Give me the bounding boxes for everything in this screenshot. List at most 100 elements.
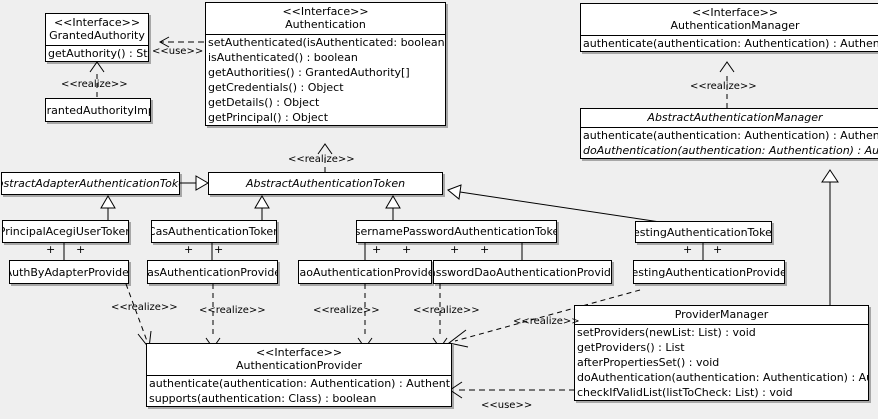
class-header: <<Interface>> GrantedAuthority <box>46 14 148 45</box>
association-marker-plus: + <box>480 243 490 256</box>
edge-providermanager-extends-abstractauthenticationmanager <box>821 169 839 305</box>
class-authentication-provider[interactable]: <<Interface>> AuthenticationProvider aut… <box>146 343 452 407</box>
class-cas-authentication-provider[interactable]: CasAuthenticationProvider <box>147 260 278 284</box>
class-name-label: GrantedAuthorityImpl <box>46 103 150 117</box>
compartment-divider <box>575 324 868 325</box>
compartment-divider <box>206 34 445 35</box>
stereotype-label: <<Interface>> <box>255 346 343 359</box>
class-header: ProviderManager <box>575 306 868 324</box>
class-name-label: AbstractAdapterAuthenticationToken <box>2 177 179 190</box>
association-marker-plus: + <box>713 243 723 256</box>
association-marker-plus: + <box>372 243 382 256</box>
class-name-label: CasAuthenticationToken <box>151 225 277 238</box>
edge-authbyadapterprovider-realizes-authenticationprovider <box>125 283 152 350</box>
method-compartment: getAuthority() : String <box>46 46 148 61</box>
class-name-label: PrincipalAcegiUserToken <box>2 225 129 238</box>
class-name-label: GrantedAuthority <box>49 29 145 42</box>
compartment-divider <box>581 35 878 36</box>
label-realize-grantedauthorityimpl: <<realize>> <box>61 79 128 90</box>
association-marker-plus: + <box>184 243 194 256</box>
class-name-label: ProviderManager <box>674 308 769 321</box>
method-compartment: authenticate(authentication: Authenticat… <box>147 376 451 406</box>
edge-principalacegiusertoken-extends-abstractadaptertoken <box>100 195 116 220</box>
label-realize-abstractauthenticationtoken: <<realize>> <box>288 154 355 165</box>
association-marker-plus: + <box>46 243 56 256</box>
edge-usernamepasswordtoken-extends-abstractauthenticationtoken <box>385 195 401 220</box>
edge-passworddaoprovider-realizes-authenticationprovider <box>432 284 448 349</box>
stereotype-label: <<Interface>> <box>53 16 141 29</box>
stereotype-label: <<Interface>> <box>691 6 779 19</box>
method-item: authenticate(authentication: Authenticat… <box>583 37 878 50</box>
class-abstract-authentication-token[interactable]: AbstractAuthenticationToken <box>208 172 443 195</box>
method-item: afterPropertiesSet() : void <box>577 356 720 369</box>
class-password-dao-authentication-provider[interactable]: PasswordDaoAuthenticationProvider <box>433 260 612 284</box>
association-marker-plus: + <box>214 243 224 256</box>
class-provider-manager[interactable]: ProviderManager setProviders(newList: Li… <box>574 305 869 401</box>
class-header: AbstractAuthenticationManager <box>581 109 878 127</box>
class-dao-authentication-provider[interactable]: DaoAuthenticationProvider <box>298 260 432 284</box>
method-item: getAuthority() : String <box>48 47 148 60</box>
method-item: authenticate(authentication: Authenticat… <box>583 129 878 142</box>
label-realize-testingauthenticationprovider: <<realize>> <box>513 316 580 327</box>
method-item: doAuthentication(authentication: Authent… <box>577 371 868 384</box>
edge-abstractadaptertoken-extends-abstractauthenticationtoken <box>180 175 209 191</box>
class-name-label: AbstractAuthenticationManager <box>647 111 823 124</box>
class-header: <<Interface>> AuthenticationProvider <box>147 344 451 375</box>
method-item: doAuthentication(authentication: Authent… <box>583 144 878 157</box>
method-item: authenticate(authentication: Authenticat… <box>149 377 451 390</box>
class-granted-authority[interactable]: <<Interface>> GrantedAuthority getAuthor… <box>45 13 149 62</box>
class-header: <<Interface>> Authentication <box>206 3 445 34</box>
class-name-label: AuthByAdapterProvider <box>9 265 129 279</box>
class-abstract-authentication-manager[interactable]: AbstractAuthenticationManager authentica… <box>580 108 878 159</box>
association-marker-plus: + <box>76 243 86 256</box>
method-item: setAuthenticated(isAuthenticated: boolea… <box>208 36 446 49</box>
method-item: checkIfValidList(listToCheck: List) : vo… <box>577 386 793 399</box>
class-name-label: CasAuthenticationProvider <box>147 265 277 279</box>
method-compartment: setProviders(newList: List) : void getPr… <box>575 325 868 400</box>
label-realize-authbyadapterprovider: <<realize>> <box>111 302 178 313</box>
compartment-divider <box>46 45 148 46</box>
association-marker-plus: + <box>683 243 693 256</box>
class-header: <<Interface>> AuthenticationManager <box>581 4 878 35</box>
class-testing-authentication-token[interactable]: TestingAuthenticationToken <box>635 221 772 243</box>
label-use-providermanager: <<use>> <box>481 400 533 411</box>
method-compartment: authenticate(authentication: Authenticat… <box>581 128 878 158</box>
method-compartment: setAuthenticated(isAuthenticated: boolea… <box>206 35 445 125</box>
method-item: supports(authentication: Class) : boolea… <box>149 392 377 405</box>
association-marker-plus: + <box>402 243 412 256</box>
label-realize-daoauthenticationprovider: <<realize>> <box>313 305 380 316</box>
compartment-divider <box>581 127 878 128</box>
label-use-authentication-grantedauthority: <<use>> <box>152 46 204 57</box>
class-name-label: Authentication <box>285 18 366 31</box>
association-marker-plus: + <box>450 243 460 256</box>
class-name-label: UsernamePasswordAuthenticationToken <box>356 225 557 238</box>
method-compartment: authenticate(authentication: Authenticat… <box>581 36 878 51</box>
class-principal-acegi-user-token[interactable]: PrincipalAcegiUserToken <box>2 220 129 243</box>
class-abstract-adapter-authentication-token[interactable]: AbstractAdapterAuthenticationToken <box>1 172 180 195</box>
class-name-label: AuthenticationManager <box>670 19 800 32</box>
edge-testingauthenticationtoken-extends-abstractauthenticationtoken <box>447 184 661 223</box>
class-testing-authentication-provider[interactable]: TestingAuthenticationProvider <box>633 260 785 284</box>
method-item: getDetails() : Object <box>208 96 320 109</box>
method-item: getPrincipal() : Object <box>208 111 329 124</box>
class-authentication[interactable]: <<Interface>> Authentication setAuthenti… <box>205 2 446 126</box>
method-item: getCredentials() : Object <box>208 81 344 94</box>
class-granted-authority-impl[interactable]: GrantedAuthorityImpl <box>45 98 151 122</box>
method-item: isAuthenticated() : boolean <box>208 51 358 64</box>
class-name-label: PasswordDaoAuthenticationProvider <box>433 265 611 279</box>
label-realize-passworddaoprovider: <<realize>> <box>413 305 480 316</box>
class-name-label: AuthenticationProvider <box>235 359 363 372</box>
label-realize-casauthenticationprovider: <<realize>> <box>199 305 266 316</box>
class-name-label: AbstractAuthenticationToken <box>245 177 406 190</box>
label-realize-authenticationmanager: <<realize>> <box>690 81 757 92</box>
class-cas-authentication-token[interactable]: CasAuthenticationToken <box>151 220 277 243</box>
class-username-password-authentication-token[interactable]: UsernamePasswordAuthenticationToken <box>356 220 557 243</box>
class-authentication-manager[interactable]: <<Interface>> AuthenticationManager auth… <box>580 3 878 52</box>
class-name-label: DaoAuthenticationProvider <box>298 265 432 279</box>
class-auth-by-adapter-provider[interactable]: AuthByAdapterProvider <box>9 260 129 284</box>
class-name-label: TestingAuthenticationToken <box>635 225 772 239</box>
method-item: getProviders() : List <box>577 341 685 354</box>
edge-daoauthenticationprovider-realizes-authenticationprovider <box>357 284 373 349</box>
class-name-label: TestingAuthenticationProvider <box>633 265 785 279</box>
